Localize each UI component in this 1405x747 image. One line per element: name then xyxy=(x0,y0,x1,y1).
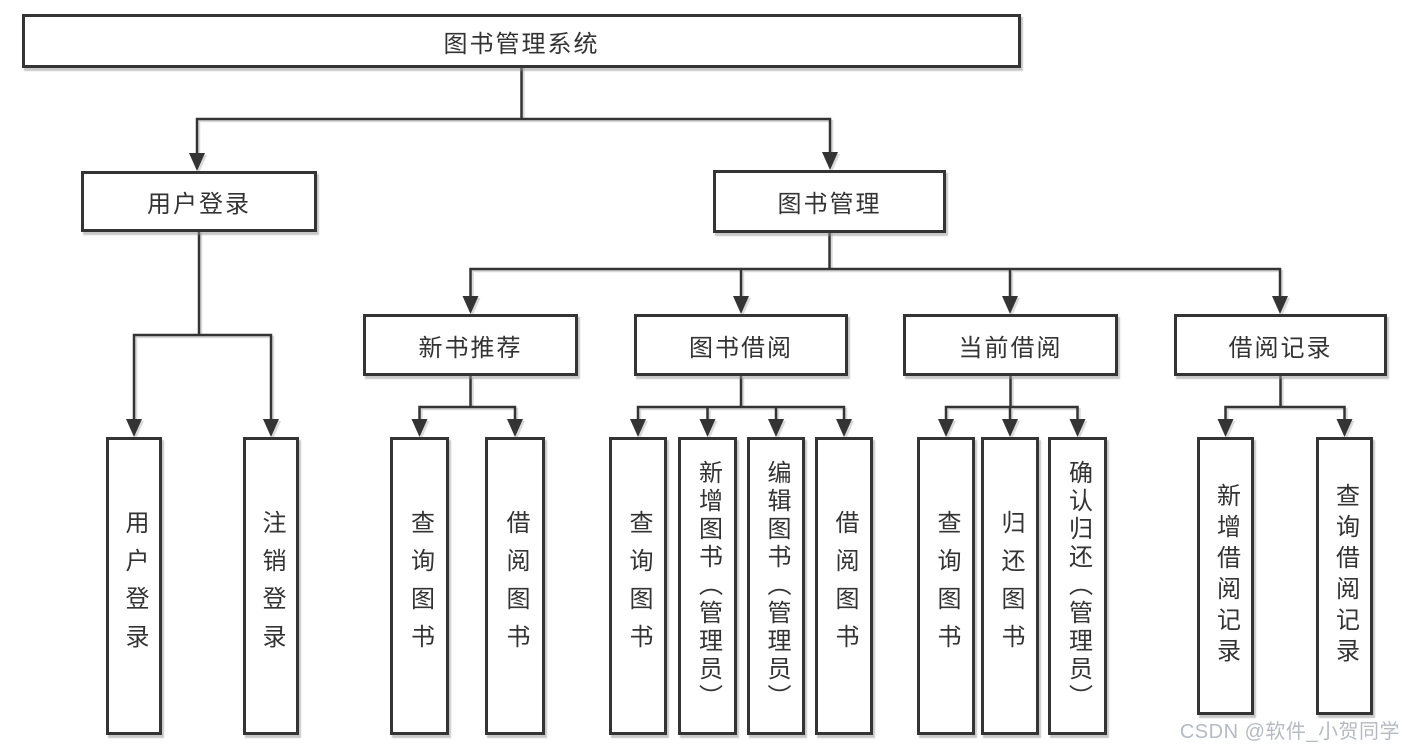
arrow-icon xyxy=(836,419,852,437)
leaf-label: 新增图书（管理员） xyxy=(694,460,722,712)
arrow-icon xyxy=(1002,296,1018,314)
arrowheads xyxy=(126,152,1353,437)
leaf-label: 编辑图书（管理员） xyxy=(763,460,790,712)
node-leaf-logout: 注销登录 xyxy=(243,437,299,735)
node-book-borrow: 图书借阅 xyxy=(634,314,848,376)
node-leaf-query-borrow-record: 查询借阅记录 xyxy=(1316,437,1373,715)
node-book-management: 图书管理 xyxy=(713,170,946,233)
arrow-icon xyxy=(411,419,428,437)
arrow-icon xyxy=(126,419,142,437)
arrow-icon xyxy=(507,419,523,437)
node-leaf-return-book: 归还图书 xyxy=(981,437,1039,735)
node-leaf-query-book-1: 查询图书 xyxy=(390,437,449,735)
node-leaf-confirm-return-admin: 确认归还（管理员） xyxy=(1048,437,1107,735)
leaf-label: 查询图书 xyxy=(406,510,434,662)
node-borrow-record: 借阅记录 xyxy=(1174,314,1387,376)
leaf-label: 查询图书 xyxy=(933,510,960,662)
leaf-label: 用户登录 xyxy=(121,510,148,662)
connector-book-borrow-branch xyxy=(636,376,846,423)
node-borrow-record-label: 借阅记录 xyxy=(1228,334,1333,362)
leaf-label: 归还图书 xyxy=(997,510,1024,662)
csdn-watermark: CSDN @软件_小贺同学 xyxy=(1179,721,1400,743)
leaf-label: 查询图书 xyxy=(625,510,652,662)
leaf-label: 查询借阅记录 xyxy=(1331,483,1359,669)
node-current-borrow-label: 当前借阅 xyxy=(958,334,1063,362)
node-book-management-label: 图书管理 xyxy=(777,191,882,218)
node-new-book-recommend: 新书推荐 xyxy=(363,314,578,376)
connector-level2-branch xyxy=(195,117,832,156)
arrow-icon xyxy=(1002,419,1018,437)
arrow-icon xyxy=(462,296,479,314)
node-leaf-add-book-admin: 新增图书（管理员） xyxy=(678,437,737,735)
connector-borrow-record-branch xyxy=(1224,376,1346,423)
arrow-icon xyxy=(1272,296,1288,314)
node-leaf-borrow-book-2: 借阅图书 xyxy=(815,437,873,735)
node-leaf-query-book-2: 查询图书 xyxy=(609,437,667,735)
leaf-label: 借阅图书 xyxy=(831,510,858,662)
connector-new-book-branch xyxy=(418,376,517,423)
node-book-borrow-label: 图书借阅 xyxy=(689,334,793,362)
arrow-icon xyxy=(1069,419,1086,437)
arrow-icon xyxy=(1217,419,1234,437)
arrow-icon xyxy=(768,419,784,437)
node-user-login-label: 用户登录 xyxy=(147,191,251,218)
node-new-book-recommend-label: 新书推荐 xyxy=(418,334,523,362)
node-user-login: 用户登录 xyxy=(81,171,317,232)
leaf-label: 新增借阅记录 xyxy=(1212,483,1240,669)
node-current-borrow: 当前借阅 xyxy=(903,314,1118,376)
leaf-label: 借阅图书 xyxy=(502,510,529,662)
node-leaf-borrow-book-1: 借阅图书 xyxy=(485,437,545,735)
arrow-icon xyxy=(263,419,279,437)
node-root-library-system: 图书管理系统 xyxy=(22,14,1021,68)
arrow-icon xyxy=(1336,419,1353,437)
arrow-icon xyxy=(189,153,205,171)
node-root-label: 图书管理系统 xyxy=(443,30,600,58)
connector-level3-branch xyxy=(469,267,1282,300)
connector-current-borrow-branch xyxy=(944,376,1079,423)
arrow-icon xyxy=(699,419,716,437)
arrow-icon xyxy=(938,419,954,437)
arrow-icon xyxy=(733,296,749,314)
leaf-label: 确认归还（管理员） xyxy=(1064,460,1092,712)
connector-user-login-branch xyxy=(132,231,273,422)
node-leaf-edit-book-admin: 编辑图书（管理员） xyxy=(747,437,805,735)
leaf-label: 注销登录 xyxy=(258,510,285,662)
arrow-icon xyxy=(822,152,838,170)
node-leaf-query-book-3: 查询图书 xyxy=(917,437,975,735)
node-leaf-user-login: 用户登录 xyxy=(106,437,162,735)
arrow-icon xyxy=(630,419,646,437)
node-leaf-add-borrow-record: 新增借阅记录 xyxy=(1197,437,1254,715)
